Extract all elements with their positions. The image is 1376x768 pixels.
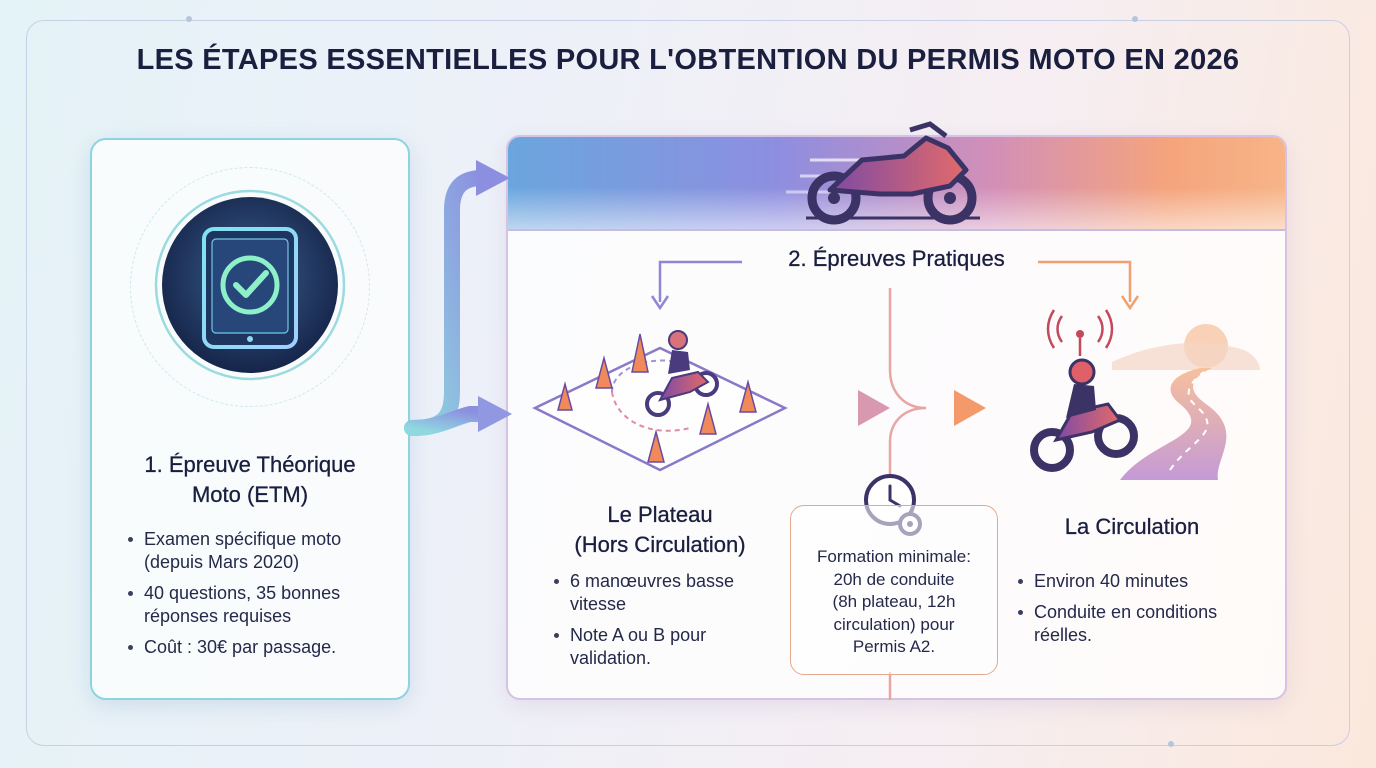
list-item: 40 questions, 35 bonnes réponses requise… (126, 582, 396, 628)
circulation-bullets: Environ 40 minutes Conduite en condition… (1016, 570, 1276, 655)
list-item: Examen spécifique moto (depuis Mars 2020… (126, 528, 396, 574)
formation-box (790, 505, 998, 675)
plateau-bullets: 6 manœuvres basse vitesse Note A ou B po… (552, 570, 784, 678)
list-item: Environ 40 minutes (1016, 570, 1276, 593)
list-item: Conduite en conditions réelles. (1016, 601, 1276, 647)
list-item: Note A ou B pour validation. (552, 624, 784, 670)
connector-arrow (404, 160, 512, 436)
formation-line: (8h plateau, 12h (832, 592, 956, 611)
decor-dot (1168, 741, 1174, 747)
formation-line: Permis A2. (852, 637, 936, 656)
circulation-title: La Circulation (1064, 514, 1200, 539)
step1-bullets: Examen spécifique moto (depuis Mars 2020… (126, 528, 396, 667)
plateau-title: Le Plateau (Hors Circulation) (530, 500, 790, 560)
cones-course-icon (532, 330, 788, 472)
list-item: 6 manœuvres basse vitesse (552, 570, 784, 616)
tablet-check-icon (152, 187, 348, 383)
page-title: LES ÉTAPES ESSENTIELLES POUR L'OBTENTION… (136, 44, 1240, 76)
panel-divider (508, 229, 1285, 231)
formation-line: circulation) pour (833, 614, 955, 634)
icon-halo-outer (130, 167, 370, 407)
formation-text: Formation minimale: 20h de conduite (8h … (794, 546, 994, 659)
rider-road-icon (1030, 309, 1260, 480)
step1-title-line1: 1. Épreuve Théorique (144, 452, 356, 477)
flow-arrow (800, 390, 986, 426)
motorcycle-icon (786, 121, 980, 225)
step1-title: 1. Épreuve Théorique Moto (ETM) (94, 450, 406, 510)
plateau-title-line1: Le Plateau (607, 502, 713, 527)
list-item: Coût : 30€ par passage. (126, 636, 396, 659)
plateau-title-line2: (Hors Circulation) (574, 532, 746, 557)
step2-title: 2. Épreuves Pratiques (788, 246, 1005, 271)
formation-line: 20h de conduite (833, 569, 955, 589)
decor-dot (1132, 16, 1138, 22)
formation-line: Formation minimale: (817, 547, 971, 566)
step1-title-line2: Moto (ETM) (191, 482, 309, 507)
outer-frame (26, 20, 1350, 746)
decor-dot (186, 16, 192, 22)
